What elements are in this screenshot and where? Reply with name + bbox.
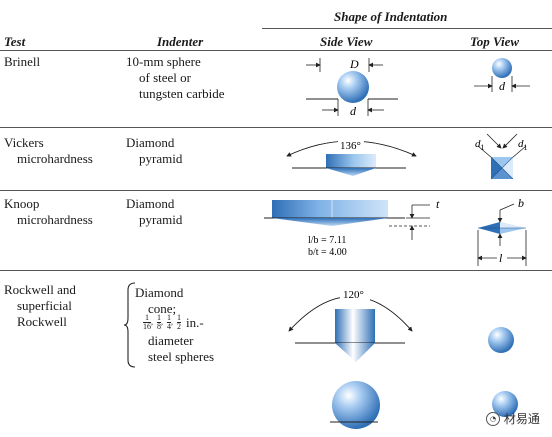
header-test: Test [4, 34, 26, 49]
brinell-indenter-3: tungsten carbide [139, 86, 225, 101]
rockwell-indenter-2: cone; [148, 301, 177, 316]
label-t: t [436, 197, 440, 211]
rockwell-sphere-side-view [330, 381, 380, 429]
rockwell-indenter-5: steel spheres [148, 349, 215, 364]
header-side-view: Side View [320, 34, 373, 49]
label-b: b [518, 196, 524, 210]
rockwell-test-1: Rockwell and [4, 282, 76, 297]
label-D: D [349, 57, 359, 71]
header-indenter: Indenter [157, 34, 204, 49]
knoop-indenter-2: pyramid [139, 212, 183, 227]
rockwell-test-2: superficial [17, 298, 72, 313]
watermark-icon: ◔ [486, 411, 500, 426]
vickers-side-view [286, 139, 417, 176]
header-shape-of-indentation: Shape of Indentation [334, 9, 448, 24]
header-group-rule [262, 28, 552, 29]
label-d1-right: d1 [518, 138, 528, 152]
brinell-indenter-1: 10-mm sphere [126, 54, 201, 69]
rockwell-test-3: Rockwell [17, 314, 67, 329]
rockwell-cone-side-view [288, 287, 413, 362]
knoop-test-2: microhardness [17, 212, 93, 227]
brinell-indenter-2: of steel or [139, 70, 191, 85]
knoop-ratio-bt: b/t = 4.00 [308, 247, 347, 258]
label-d-top: d [499, 79, 506, 93]
vickers-indenter-1: Diamond [126, 135, 175, 150]
vickers-top-view [477, 133, 527, 180]
rockwell-indenter-1: Diamond [135, 285, 184, 300]
rockwell-indenter-4: diameter [148, 333, 194, 348]
label-d1-left: d1 [475, 138, 485, 152]
header-top-view: Top View [470, 34, 520, 49]
rockwell-angle: 120° [343, 289, 364, 301]
vickers-indenter-2: pyramid [139, 151, 183, 166]
row-rule-1 [0, 127, 552, 128]
vickers-test-1: Vickers [4, 135, 44, 150]
brinell-top-view [474, 58, 530, 92]
row-rule-2 [0, 190, 552, 191]
rockwell-unit: in.- [186, 314, 204, 330]
knoop-indenter-1: Diamond [126, 196, 175, 211]
watermark: ◔ 材易通 [486, 410, 540, 427]
brinell-side-view [306, 58, 398, 116]
vickers-test-2: microhardness [17, 151, 93, 166]
watermark-text: 材易通 [503, 412, 540, 426]
header-rule [0, 50, 552, 51]
rockwell-brace [123, 282, 136, 373]
knoop-test-1: Knoop [4, 196, 40, 211]
label-d-side: d [350, 104, 357, 118]
vickers-angle: 136° [340, 140, 361, 152]
brinell-test: Brinell [4, 54, 41, 69]
row-rule-3 [0, 270, 552, 271]
label-l: l [499, 251, 503, 265]
knoop-ratio-lb: l/b = 7.11 [308, 235, 346, 246]
knoop-top-view [477, 203, 527, 266]
rockwell-cone-top-view [488, 327, 514, 353]
rockwell-sphere-top-view [492, 391, 518, 417]
knoop-side-view [264, 200, 430, 240]
